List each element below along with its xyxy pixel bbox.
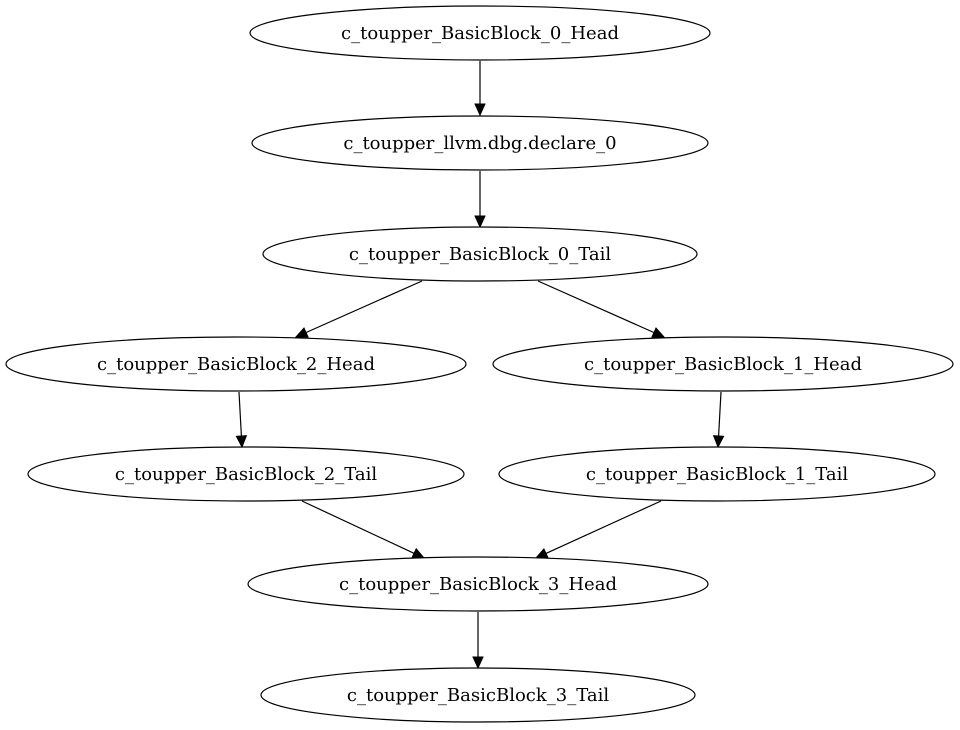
arrowhead-icon (474, 215, 486, 229)
edge-line (301, 500, 415, 554)
edge-line (305, 280, 423, 334)
node-label: c_toupper_BasicBlock_2_Tail (115, 464, 377, 485)
node-ellipse (5, 336, 467, 392)
edge-line (238, 391, 242, 437)
graph-node-n2: c_toupper_BasicBlock_0_Tail (262, 226, 698, 282)
node-ellipse (262, 226, 698, 282)
edge-n2-to-n3 (294, 280, 423, 338)
arrowhead-icon (651, 327, 666, 338)
edge-n2-to-n4 (537, 280, 666, 338)
edge-n5-to-n7 (301, 500, 426, 559)
graph-node-n0: c_toupper_BasicBlock_0_Head (249, 5, 711, 61)
arrowhead-icon (472, 656, 484, 670)
graph-nodes: c_toupper_BasicBlock_0_Head c_toupper_llv… (5, 5, 954, 723)
arrowhead-icon (235, 435, 248, 449)
edge-n0-to-n1 (474, 61, 486, 117)
node-label: c_toupper_BasicBlock_1_Tail (586, 464, 848, 485)
node-label: c_toupper_BasicBlock_3_Tail (347, 685, 609, 706)
node-ellipse (260, 667, 696, 723)
node-label: c_toupper_BasicBlock_0_Tail (349, 244, 611, 265)
graph-node-n5: c_toupper_BasicBlock_2_Tail (27, 446, 465, 502)
graph-node-n8: c_toupper_BasicBlock_3_Tail (260, 667, 696, 723)
node-ellipse (492, 336, 954, 392)
edge-line (718, 391, 722, 437)
graph-node-n4: c_toupper_BasicBlock_1_Head (492, 336, 954, 392)
node-ellipse (498, 446, 936, 502)
arrowhead-icon (712, 435, 725, 449)
edge-n4-to-n6 (712, 391, 725, 449)
node-ellipse (247, 556, 709, 612)
node-label: c_toupper_BasicBlock_3_Head (339, 574, 617, 595)
graph-node-n6: c_toupper_BasicBlock_1_Tail (498, 446, 936, 502)
node-label: c_toupper_BasicBlock_1_Head (584, 354, 862, 375)
node-label: c_toupper_BasicBlock_2_Head (97, 354, 375, 375)
edge-n3-to-n5 (235, 391, 248, 449)
graph-node-n1: c_toupper_llvm.dbg.declare_0 (251, 115, 709, 171)
edge-n1-to-n2 (474, 171, 486, 229)
edge-line (537, 280, 655, 334)
node-ellipse (249, 5, 711, 61)
node-ellipse (251, 115, 709, 171)
arrowhead-icon (294, 327, 309, 338)
graph-node-n7: c_toupper_BasicBlock_3_Head (247, 556, 709, 612)
edge-line (545, 500, 662, 554)
graph-edges (235, 61, 725, 670)
arrowhead-icon (534, 547, 549, 559)
arrowhead-icon (474, 103, 486, 117)
edge-n7-to-n8 (472, 612, 484, 670)
arrowhead-icon (411, 547, 426, 559)
graph-node-n3: c_toupper_BasicBlock_2_Head (5, 336, 467, 392)
node-label: c_toupper_llvm.dbg.declare_0 (343, 133, 616, 154)
node-label: c_toupper_BasicBlock_0_Head (341, 23, 619, 44)
edge-n6-to-n7 (534, 500, 662, 559)
node-ellipse (27, 446, 465, 502)
